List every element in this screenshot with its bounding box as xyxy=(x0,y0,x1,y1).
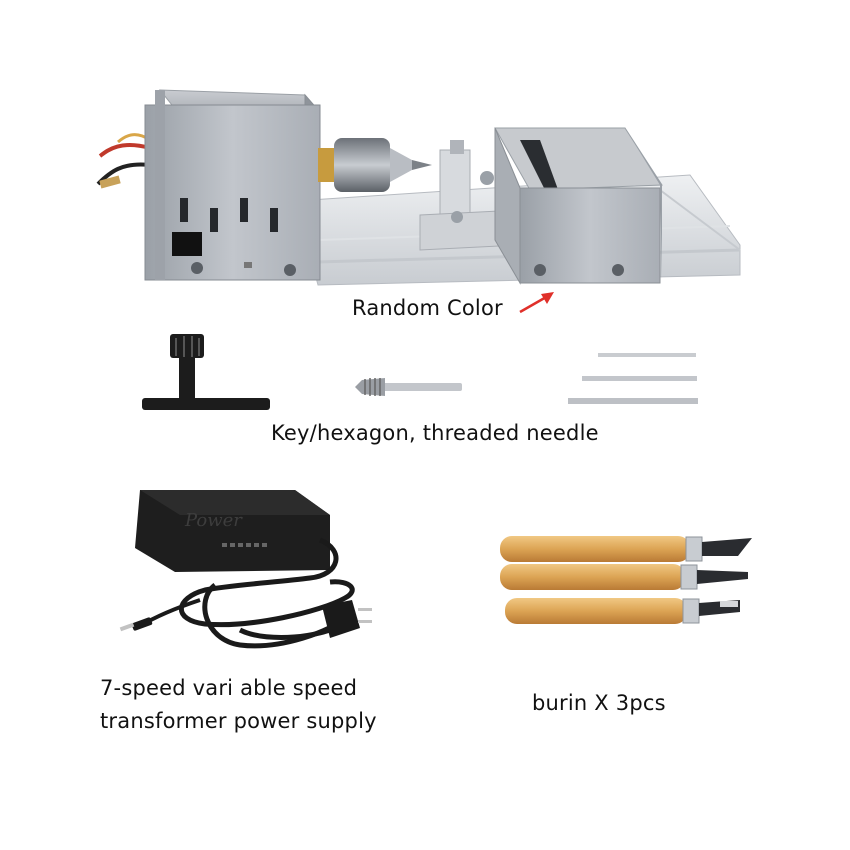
motor-housing xyxy=(144,89,321,281)
threaded-needle xyxy=(355,378,462,396)
metal-rods xyxy=(568,353,698,404)
power-switch xyxy=(172,232,202,256)
caption-key-needle: Key/hexagon, threaded needle xyxy=(271,421,599,445)
burin-tools xyxy=(500,536,752,624)
caption-power-supply-line-2: transformer power supply xyxy=(100,709,377,733)
arrow-icon xyxy=(519,292,554,314)
drill-chuck xyxy=(318,138,432,192)
mini-lathe xyxy=(96,89,741,286)
caption-power-supply-line-1: 7-speed vari able speed xyxy=(100,676,358,700)
chuck-key xyxy=(142,334,270,410)
burin-1 xyxy=(500,536,752,562)
caption-burin: burin X 3pcs xyxy=(532,691,666,715)
burin-3 xyxy=(505,598,740,624)
adapter-brand: Power xyxy=(184,510,243,531)
tailstock xyxy=(494,127,663,285)
caption-random-color: Random Color xyxy=(352,296,503,320)
burin-2 xyxy=(500,564,748,590)
power-adapter: Power xyxy=(119,490,372,649)
